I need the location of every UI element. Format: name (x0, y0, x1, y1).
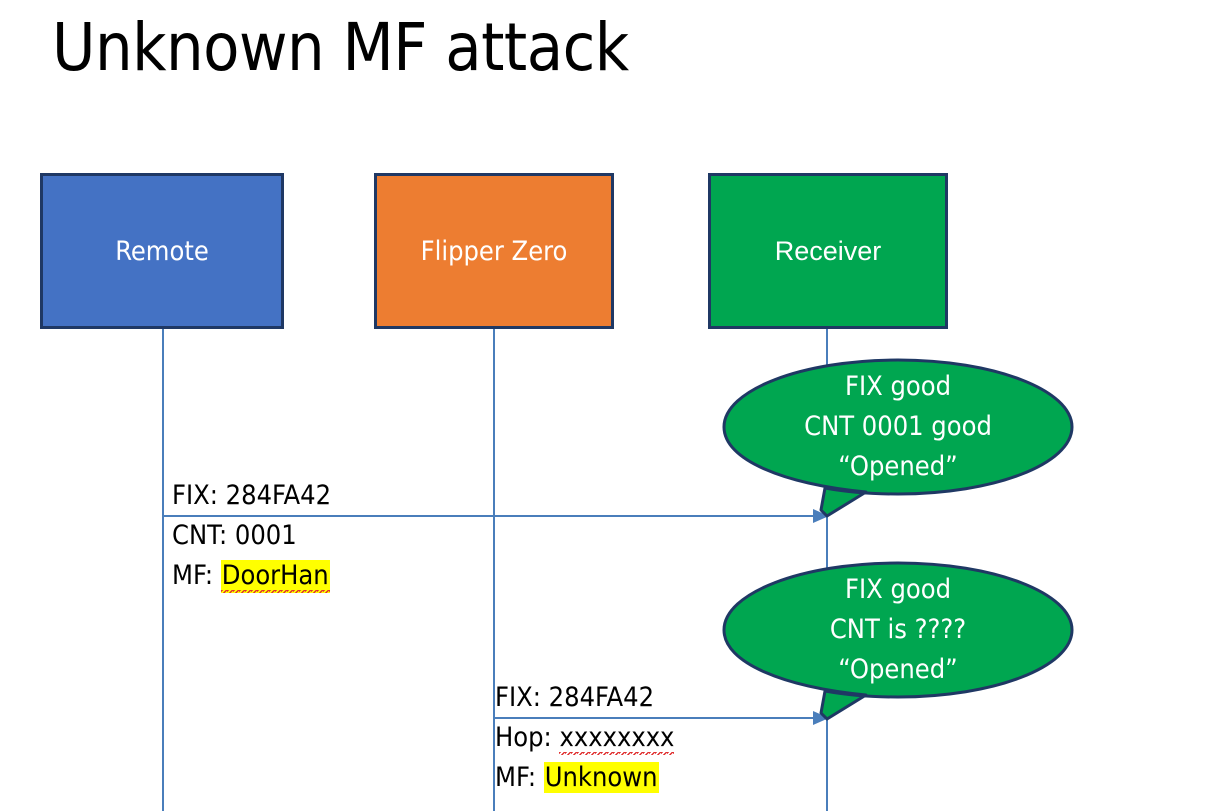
message-line: CNT: 0001 (172, 516, 331, 556)
message-line-label: FIX: (495, 682, 549, 713)
callout-line: CNT is ???? (829, 614, 967, 645)
message-line-value: 284FA42 (225, 480, 332, 511)
actor-label-receiver: Receiver (774, 235, 882, 266)
callout-line: FIX good (844, 371, 952, 402)
callout-line: “Opened” (838, 654, 958, 685)
message-line-label: FIX: (172, 480, 226, 511)
message-text-remote-to-receiver: FIX: 284FA42 CNT: 0001 MF: DoorHan (172, 476, 331, 596)
actor-box-flipper: Flipper Zero (374, 173, 614, 329)
callout-text-second: FIX good CNT is ???? “Opened” (724, 563, 1072, 697)
message-line-value-highlighted: DoorHan (220, 560, 330, 593)
actor-label-flipper: Flipper Zero (420, 235, 568, 267)
message-line: MF: Unknown (495, 758, 674, 798)
callout-line: FIX good (844, 574, 952, 605)
callout-shape-icon (722, 561, 1074, 721)
message-line-value-highlighted: Unknown (543, 762, 659, 793)
message-line-label: MF: (495, 762, 544, 793)
message-line-value: xxxxxxxx (559, 722, 675, 755)
callout-bubble-first: FIX good CNT 0001 good “Opened” (722, 358, 1074, 518)
callout-text-first: FIX good CNT 0001 good “Opened” (724, 360, 1072, 494)
message-line-value: 284FA42 (548, 682, 655, 713)
actor-label-remote: Remote (115, 235, 209, 267)
lifeline-flipper (493, 328, 495, 811)
message-line: Hop: xxxxxxxx (495, 718, 675, 758)
callout-line: CNT 0001 good (804, 411, 992, 442)
callout-bubble-second: FIX good CNT is ???? “Opened” (722, 561, 1074, 721)
lifeline-remote (162, 328, 164, 811)
page-title: Unknown MF attack (52, 9, 629, 86)
actor-box-receiver: Receiver (708, 173, 948, 329)
actor-box-remote: Remote (40, 173, 284, 329)
message-line-label: MF: (172, 560, 221, 591)
callout-shape-icon (722, 358, 1074, 518)
message-text-flipper-to-receiver: FIX: 284FA42 Hop: xxxxxxxx MF: Unknown (495, 678, 675, 798)
message-line-label: CNT: (172, 520, 235, 551)
message-line: FIX: 284FA42 (172, 476, 331, 516)
message-line: MF: DoorHan (172, 556, 331, 596)
message-line: FIX: 284FA42 (495, 678, 674, 718)
message-line-label: Hop: (495, 722, 560, 753)
callout-line: “Opened” (838, 451, 958, 482)
message-line-value: 0001 (234, 520, 297, 551)
